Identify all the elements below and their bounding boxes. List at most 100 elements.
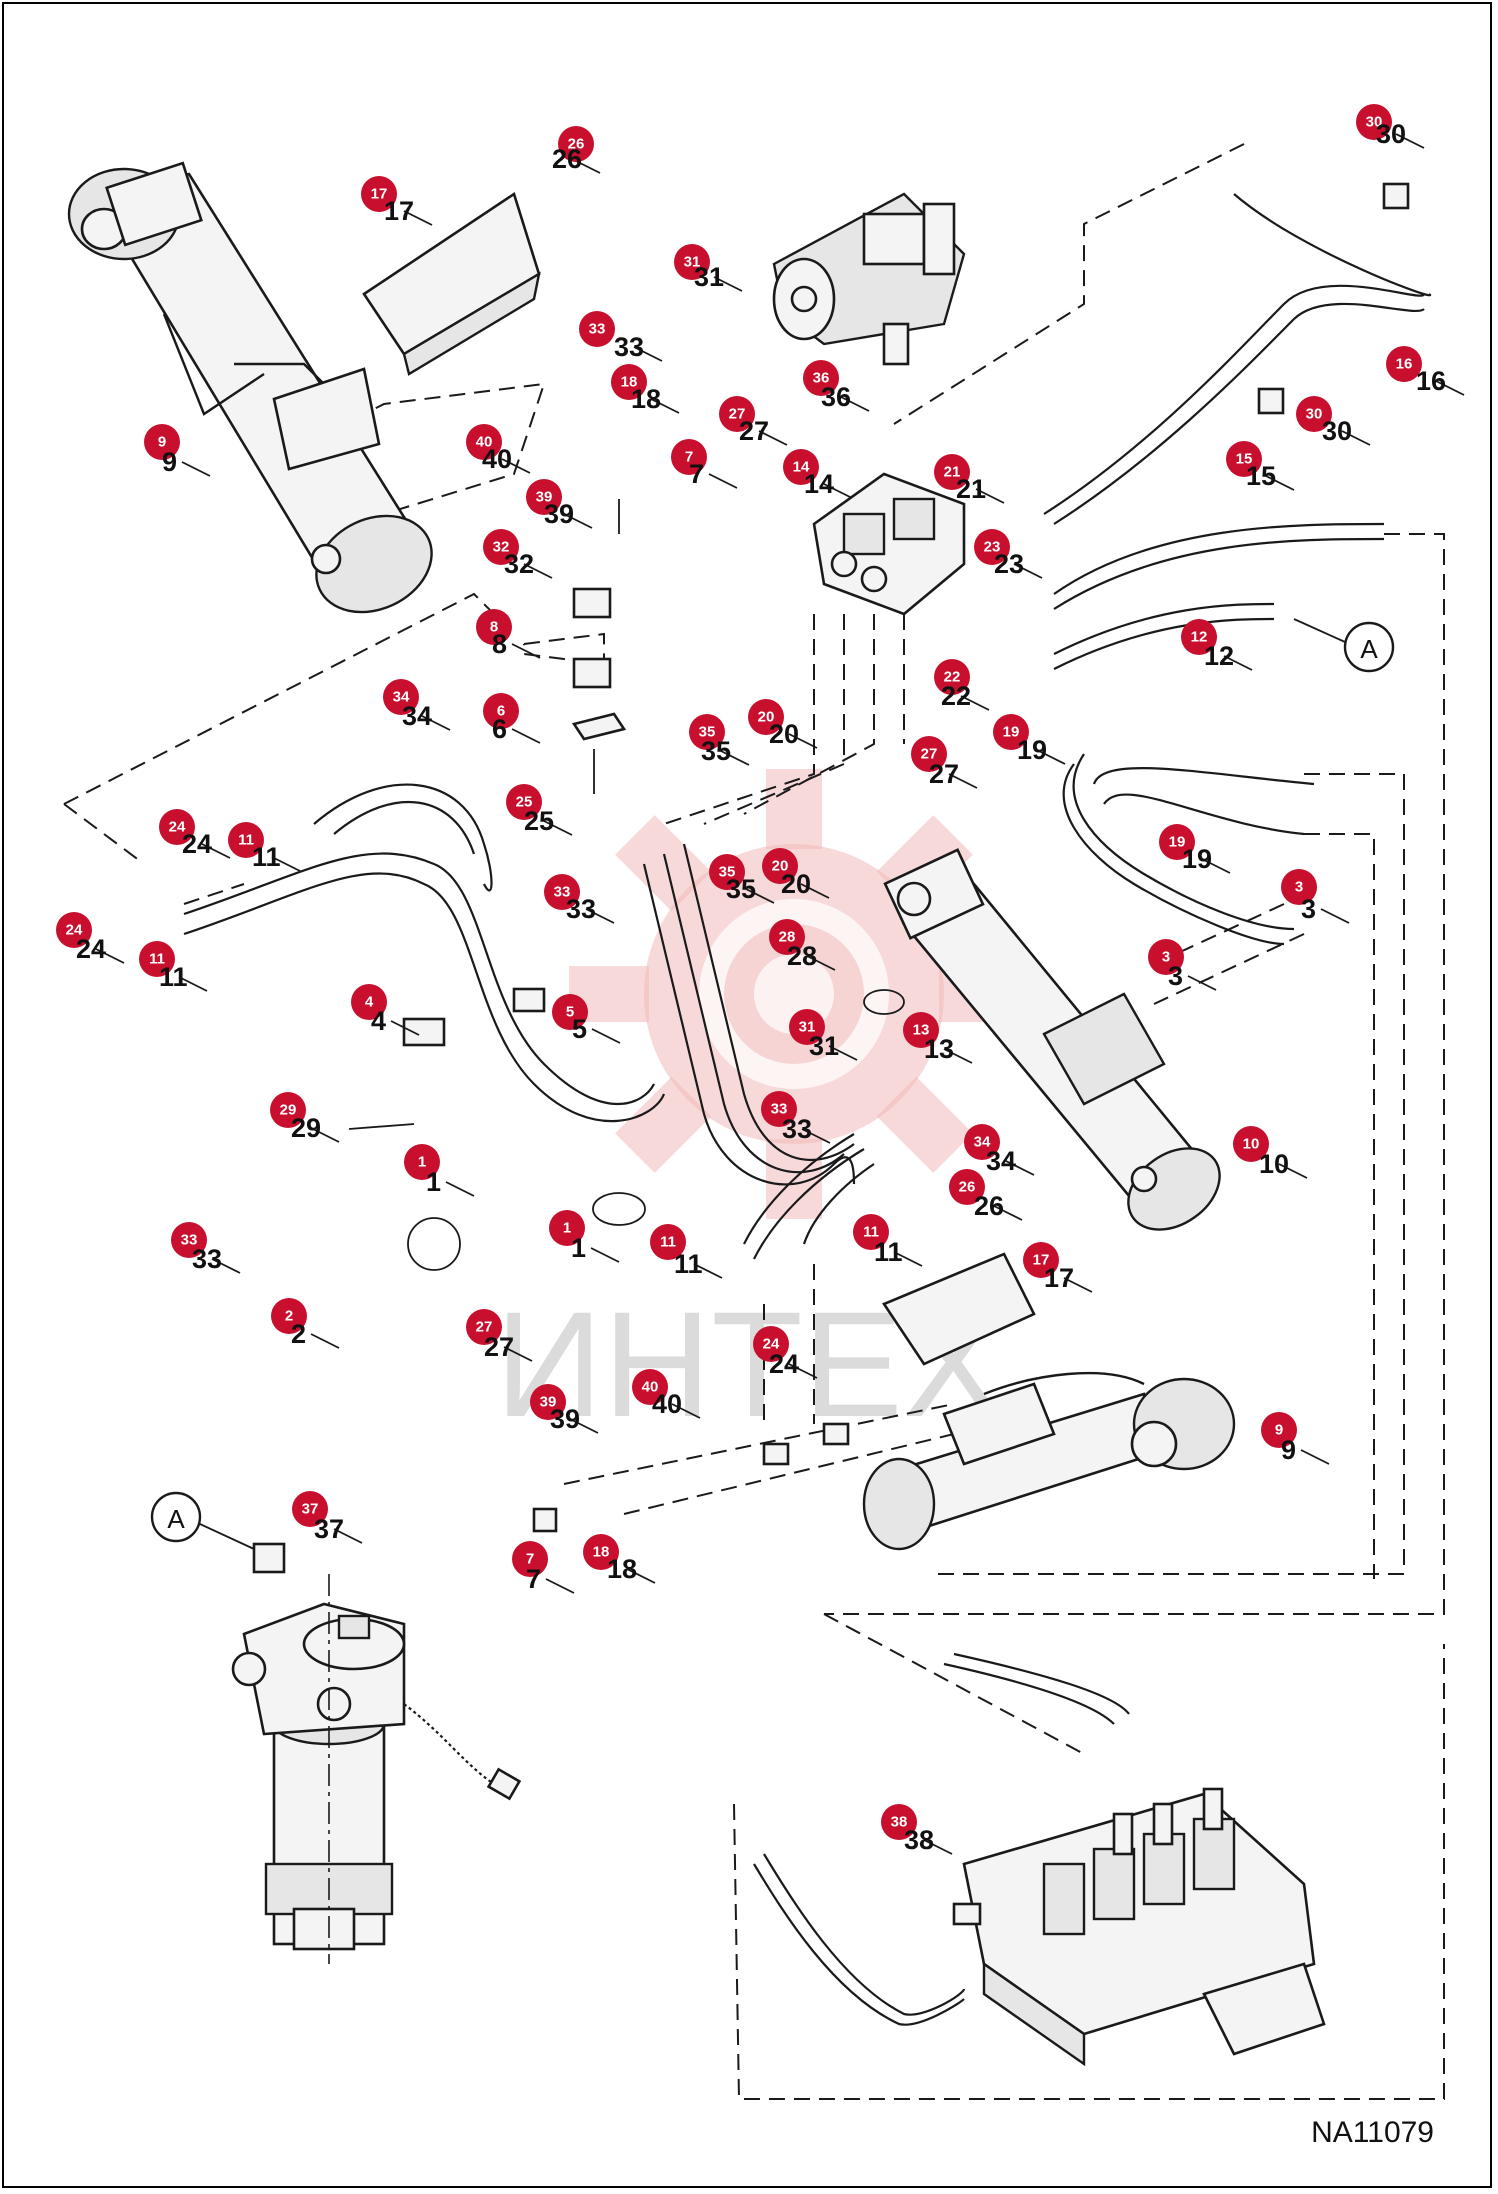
callout-leader-line xyxy=(543,820,573,836)
callout-badge xyxy=(934,454,970,490)
callout-badge-number: 28 xyxy=(779,929,796,946)
callout-leader-line xyxy=(211,1258,241,1274)
callout-label: 39 xyxy=(550,1404,580,1434)
callout-leader-line xyxy=(310,1333,340,1349)
callout-label: 19 xyxy=(1182,844,1212,874)
callout-badge-number: 2 xyxy=(285,1308,293,1325)
callout-leader-line xyxy=(960,695,990,711)
tilt-cylinder-right xyxy=(883,848,1221,1231)
callout-leader-line xyxy=(333,1528,363,1544)
callout-label: 3 xyxy=(1301,894,1316,924)
callout-badge xyxy=(466,424,502,460)
callout-badge-number: 3 xyxy=(1295,879,1303,896)
callout-label: 27 xyxy=(929,759,959,789)
callout-badge-number: 24 xyxy=(763,1336,780,1353)
callout-leader-line xyxy=(1223,655,1253,671)
hardware xyxy=(252,182,1410,1926)
callout-label: 27 xyxy=(739,416,769,446)
callout-label: 36 xyxy=(821,382,851,412)
callout-leader-line xyxy=(95,948,125,964)
callout-leader-line xyxy=(828,1045,858,1061)
callout-badge xyxy=(709,854,745,890)
lift-cylinder-lower xyxy=(862,1252,1236,1551)
callout-label: 35 xyxy=(701,736,731,766)
callout-leader-line xyxy=(650,398,680,414)
callout-leader-line xyxy=(181,461,211,477)
callout-badge-number: 35 xyxy=(699,724,716,741)
callout-label: 33 xyxy=(782,1114,812,1144)
callout-4: 44 xyxy=(351,984,420,1036)
callout-badge xyxy=(558,126,594,162)
callout-badge-number: 23 xyxy=(984,539,1001,556)
callout-label: 14 xyxy=(804,469,834,499)
callout-label: 11 xyxy=(874,1237,903,1267)
callout-leader-line xyxy=(806,955,836,971)
callout-badge-number: 26 xyxy=(959,1179,976,1196)
callout-leader-line xyxy=(590,1247,620,1263)
callout-badge xyxy=(719,396,755,432)
watermark-gear-icon xyxy=(569,769,1019,1219)
callout-badge-number: 11 xyxy=(149,951,165,968)
callout-badge-number: 11 xyxy=(660,1234,676,1251)
callout-label: 4 xyxy=(371,1006,386,1036)
callout-label: 8 xyxy=(492,629,507,659)
ref-a-lower: A xyxy=(150,1491,255,1550)
callout-badge xyxy=(171,1222,207,1258)
callout-badge xyxy=(361,176,397,212)
callout-badge-number: 1 xyxy=(418,1154,426,1171)
callout-badge-number: 20 xyxy=(772,858,789,875)
callout-leader-line xyxy=(720,750,750,766)
callout-label: 38 xyxy=(904,1825,934,1855)
callout-leader-line xyxy=(1005,1160,1035,1176)
callout-badge-number: 30 xyxy=(1366,114,1383,131)
callout-badge xyxy=(506,784,542,820)
callout-badge xyxy=(404,1144,440,1180)
callout-badge xyxy=(512,1541,548,1577)
callout-label: 17 xyxy=(1044,1263,1074,1293)
callout-leader-line xyxy=(745,888,775,904)
callout-badge xyxy=(761,1091,797,1127)
callout-leader-line xyxy=(1013,563,1043,579)
callout-leader-line xyxy=(569,1418,599,1434)
callout-badge-number: 7 xyxy=(685,449,693,466)
callout-badge-number: 18 xyxy=(593,1544,610,1561)
callout-label: 3 xyxy=(1168,961,1183,991)
callout-label: 13 xyxy=(924,1034,954,1064)
callout-badge xyxy=(753,1326,789,1362)
callout-badge-number: 38 xyxy=(891,1814,908,1831)
callout-label: 39 xyxy=(544,499,574,529)
callout-badge xyxy=(1226,441,1262,477)
callout-leader-line xyxy=(390,1020,420,1036)
callout-badge xyxy=(964,1124,1000,1160)
callout-leader-line xyxy=(421,715,451,731)
callout-label: 22 xyxy=(941,681,971,711)
callout-leader-line xyxy=(840,396,870,412)
callout-leader-line xyxy=(788,733,818,749)
callout-label: 28 xyxy=(787,941,817,971)
callout-leader-line xyxy=(511,643,541,659)
callout-badge-number: 9 xyxy=(1275,1422,1283,1439)
callout-label: 2 xyxy=(291,1319,306,1349)
callout-badge xyxy=(769,919,805,955)
callout-badge-number: 5 xyxy=(566,1004,574,1021)
callout-leader-line xyxy=(800,883,830,899)
lift-cylinder-upper xyxy=(67,161,541,614)
callout-badge-number: 27 xyxy=(921,746,938,763)
